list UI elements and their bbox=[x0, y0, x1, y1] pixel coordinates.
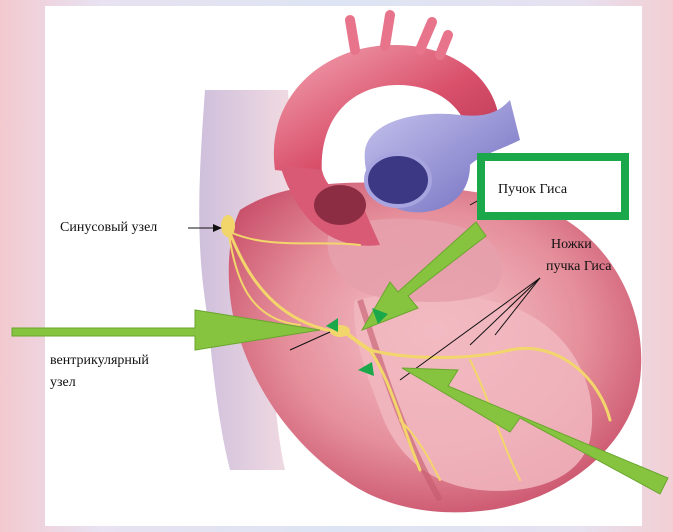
label-his-bundle: Пучок Гиса bbox=[498, 181, 567, 198]
sinus-node bbox=[221, 215, 235, 237]
label-bundle-branches-line2: пучка Гиса bbox=[546, 258, 612, 275]
label-av-node-line1: вентрикулярный bbox=[50, 352, 149, 369]
aortic-opening bbox=[314, 185, 366, 225]
label-sinus-node: Синусовый узел bbox=[60, 219, 157, 236]
label-bundle-branches-line1: Ножки bbox=[551, 236, 592, 253]
label-av-node-line2: узел bbox=[50, 374, 76, 391]
